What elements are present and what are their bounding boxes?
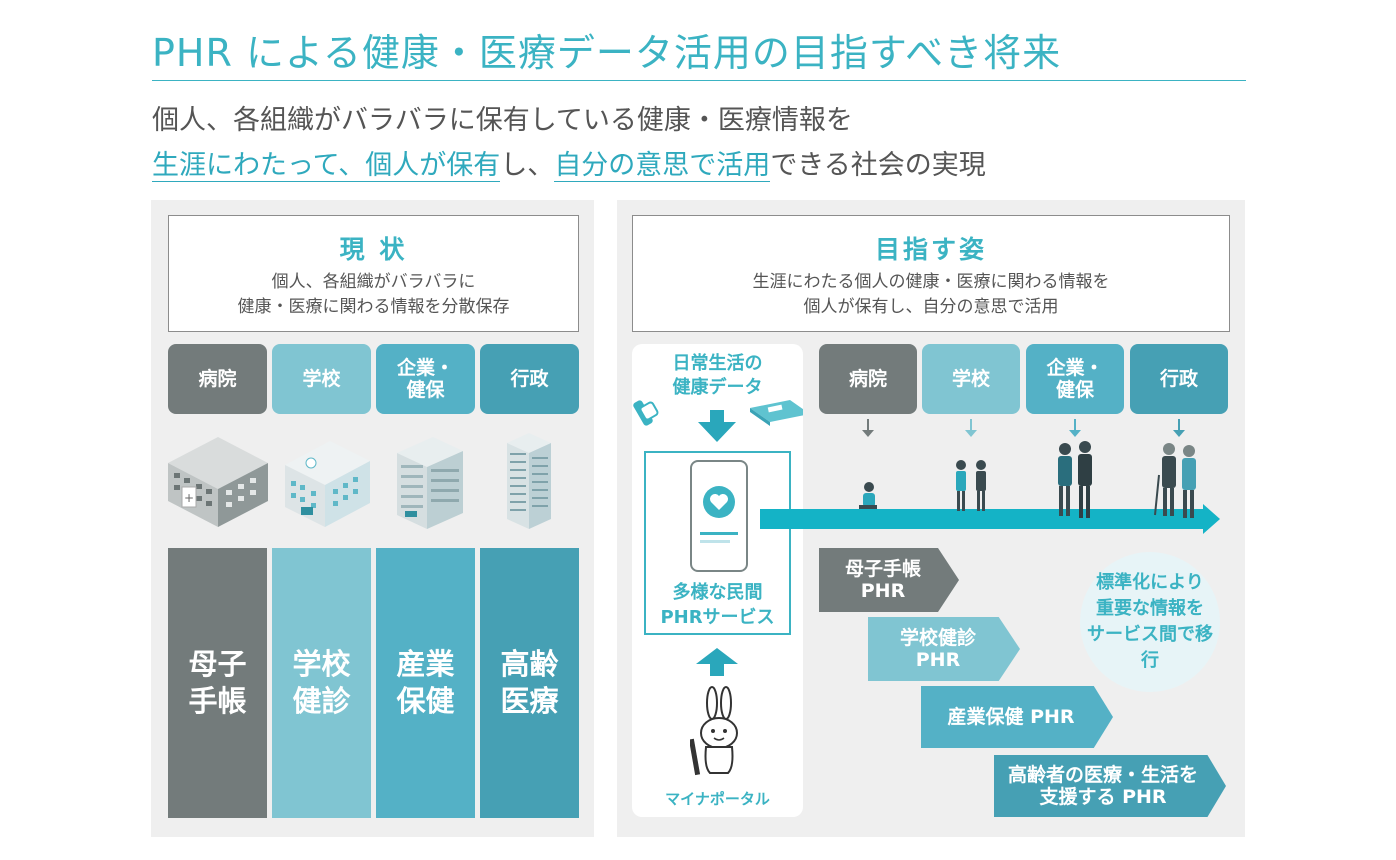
column-elderly-care: 高齢 医療 xyxy=(480,548,579,818)
life-timeline xyxy=(760,419,1220,534)
chevron-occupational-phr: 産業保健 PHR xyxy=(921,686,1113,748)
standardization-circle: 標準化により 重要な情報を サービス間で移行 xyxy=(1080,552,1220,692)
daily-data-illustration xyxy=(633,400,803,442)
column-school-checkup: 学校 健診 xyxy=(272,548,371,818)
category-company: 企業・ 健保 xyxy=(376,344,475,414)
mynaportal-mascot-icon xyxy=(690,686,738,776)
page-title: PHR による健康・医療データ活用の目指すべき将来 xyxy=(152,31,1062,75)
down-arrow-icons xyxy=(862,419,1185,437)
target-category-school: 学校 xyxy=(922,344,1020,414)
subtitle-highlight-1: 生涯にわたって、個人が保有 xyxy=(152,150,501,182)
chevron-elderly-phr: 高齢者の医療・生活を 支援する PHR xyxy=(994,755,1226,817)
office-building-icon xyxy=(397,437,463,529)
current-state-desc-2: 健康・医療に関わる情報を分散保存 xyxy=(237,297,510,317)
students-icon xyxy=(956,460,986,511)
target-state-desc-1: 生涯にわたる個人の健康・医療に関わる情報を xyxy=(752,272,1110,292)
category-government: 行政 xyxy=(480,344,579,414)
arrow-up-icon xyxy=(696,648,738,676)
target-category-company: 企業・ 健保 xyxy=(1026,344,1124,414)
mynaportal-label: マイナポータル xyxy=(665,790,770,808)
target-state-desc-2: 個人が保有し、自分の意思で活用 xyxy=(803,297,1059,317)
current-state-desc-1: 個人、各組織がバラバラに xyxy=(271,272,476,292)
elderly-icon xyxy=(1154,443,1196,518)
title-divider xyxy=(152,80,1246,81)
subtitle-line-1: 個人、各組織がバラバラに保有している健康・医療情報を xyxy=(152,105,853,136)
category-hospital: 病院 xyxy=(168,344,267,414)
target-category-hospital: 病院 xyxy=(819,344,917,414)
chevron-maternal-phr: 母子手帳 PHR xyxy=(819,548,959,612)
column-occupational-health: 産業 保健 xyxy=(376,548,475,818)
subtitle-line-2: 生涯にわたって、個人が保有し、自分の意思で活用できる社会の実現 xyxy=(152,143,986,182)
current-state-title: 現 状 xyxy=(339,235,408,264)
school-building-icon xyxy=(285,441,370,527)
subtitle-end: できる社会の実現 xyxy=(770,150,986,181)
timeline-arrow xyxy=(760,504,1220,534)
phr-services-label: 多様な民間 PHRサービス xyxy=(660,582,775,628)
daily-health-data-label: 日常生活の 健康データ xyxy=(672,353,763,398)
phr-outline-box xyxy=(644,451,791,635)
svg-text:+: + xyxy=(184,491,194,505)
chevron-school-phr: 学校健診 PHR xyxy=(868,617,1020,681)
subtitle-mid: し、 xyxy=(500,150,555,181)
arrow-down-icon xyxy=(698,410,736,442)
hospital-building-icon: + xyxy=(168,437,268,527)
target-state-title: 目指す姿 xyxy=(874,235,987,264)
target-category-government: 行政 xyxy=(1130,344,1228,414)
workers-icon xyxy=(1058,441,1092,518)
subtitle-highlight-2: 自分の意思で活用 xyxy=(554,150,771,182)
government-building-icon xyxy=(507,433,551,529)
smartphone-icon xyxy=(690,460,748,572)
column-maternal-handbook: 母子 手帳 xyxy=(168,548,267,818)
smartwatch-icon xyxy=(633,400,659,426)
category-school: 学校 xyxy=(272,344,371,414)
building-illustrations: + xyxy=(168,433,551,529)
scale-icon xyxy=(750,400,803,426)
child-icon xyxy=(859,482,877,509)
current-state-box: 現 状 個人、各組織がバラバラに 健康・医療に関わる情報を分散保存 xyxy=(168,215,579,332)
target-state-box: 目指す姿 生涯にわたる個人の健康・医療に関わる情報を 個人が保有し、自分の意思で… xyxy=(632,215,1230,332)
